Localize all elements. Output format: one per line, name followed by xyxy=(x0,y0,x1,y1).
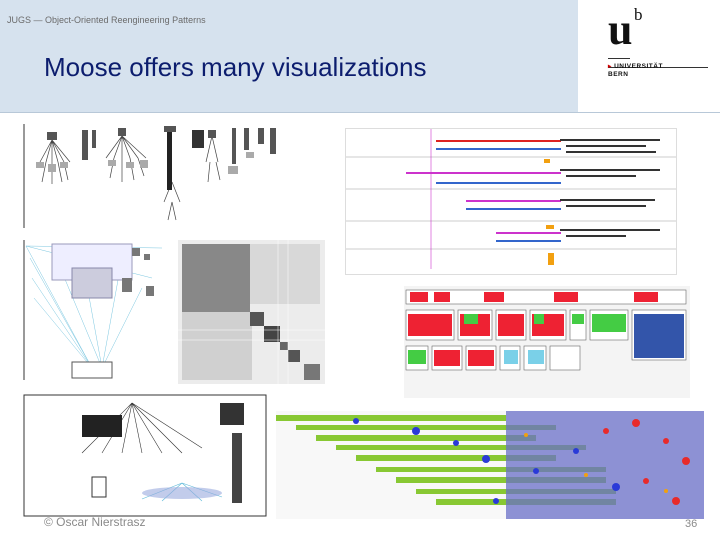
logo-rules xyxy=(608,50,708,68)
radial-tree-view xyxy=(22,393,268,518)
footer-copyright: © Oscar Nierstrasz xyxy=(44,515,146,529)
logo-panel xyxy=(578,0,720,112)
dependency-graph-view xyxy=(22,238,170,382)
university-name-line1: UNIVERSITÄT xyxy=(614,63,663,70)
slide-title: Moose offers many visualizations xyxy=(44,52,427,82)
code-timeline-view xyxy=(345,128,677,275)
package-blueprint-view xyxy=(404,286,690,398)
university-logo-b: b xyxy=(634,5,643,24)
university-name-line2: BERN xyxy=(608,71,629,78)
header-divider xyxy=(0,112,720,113)
page-number: 36 xyxy=(685,518,698,530)
tree-hierarchy-view xyxy=(22,122,278,232)
university-logo-u: u xyxy=(608,5,633,54)
course-title: JUGS — Object-Oriented Reengineering Pat… xyxy=(7,15,206,25)
evolution-scatter-view xyxy=(276,411,704,519)
university-name: ▸ UNIVERSITÄT BERN xyxy=(608,63,663,78)
matrix-view xyxy=(178,240,325,384)
